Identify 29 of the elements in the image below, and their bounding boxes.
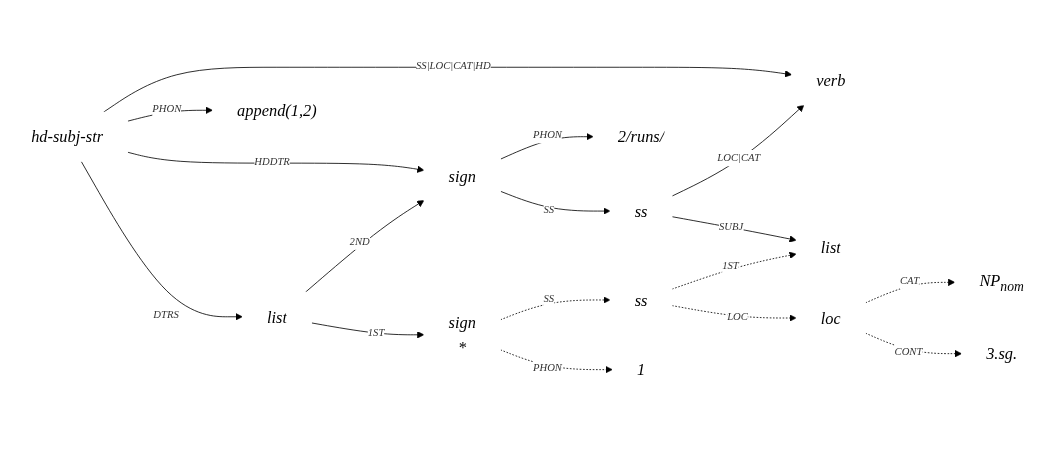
edge-label: PHON: [532, 361, 562, 374]
edge-label: PHON: [532, 128, 562, 141]
edge-label: SS: [543, 202, 555, 216]
node-text: 1: [636, 360, 646, 379]
node-text: sign *: [448, 313, 476, 357]
node-text: loc: [820, 308, 841, 328]
node-text: NP$_{nom}$: [979, 271, 1024, 294]
edge-label: HDDTR: [254, 154, 290, 168]
node-text: list: [820, 238, 841, 257]
node-text: append(1,2): [237, 101, 317, 120]
node-text: verb: [816, 71, 846, 90]
node-text: list: [266, 307, 287, 326]
node-text: ss: [634, 290, 648, 309]
node-text: sign: [448, 167, 476, 186]
edge-label: CONT: [894, 345, 923, 358]
edge-label: 1ST: [722, 259, 739, 272]
edge-label: SS: [543, 291, 555, 305]
edge-label: 2ND: [349, 234, 370, 248]
edge-label: SS|LOC|CAT|HD: [416, 59, 491, 72]
edge-label: PHON: [152, 102, 182, 115]
edge-label: 1ST: [367, 326, 385, 339]
edge-label: LOC|CAT: [717, 151, 761, 164]
edge-label: DTRS: [153, 308, 179, 321]
edge-label: CAT: [900, 274, 920, 287]
node-text: hd-subj-str: [31, 127, 104, 146]
edge-label: LOC: [727, 309, 748, 323]
edge-label: SUBJ: [718, 219, 744, 233]
node-text: ss: [634, 202, 648, 221]
node-text: 3.sg.: [986, 344, 1018, 363]
